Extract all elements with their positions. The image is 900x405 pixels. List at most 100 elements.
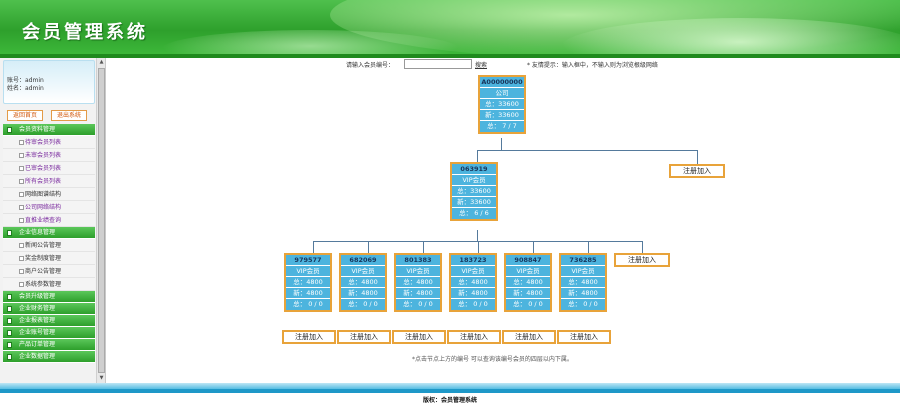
tree-connector bbox=[501, 138, 502, 150]
folder-icon bbox=[7, 306, 12, 312]
menu-group-label: 会员升级管理 bbox=[19, 293, 56, 300]
checkbox-icon bbox=[19, 282, 24, 287]
register-button[interactable]: 注册加入 bbox=[337, 330, 391, 344]
menu-item-reviewed-members[interactable]: 已审会员列表 bbox=[3, 162, 95, 175]
node-id-link[interactable]: 979577 bbox=[286, 255, 330, 266]
register-button[interactable]: 注册加入 bbox=[502, 330, 556, 344]
tree-footnote: *点击节点上方的编号 可以查询该编号会员的四层以内下属。 bbox=[412, 356, 573, 363]
node-title: VIP会员 bbox=[286, 266, 330, 277]
menu-item-all-members[interactable]: 所有会员列表 bbox=[3, 175, 95, 188]
user-info-box: 账号：admin 姓名：admin bbox=[3, 60, 95, 104]
node-count: 总： 0 / 0 bbox=[513, 300, 543, 308]
checkbox-icon bbox=[19, 269, 24, 274]
menu-item-label: 新闻公告管理 bbox=[25, 242, 62, 249]
node-id-link[interactable]: 682069 bbox=[341, 255, 385, 266]
menu-item-label: 待审会员列表 bbox=[25, 139, 62, 146]
menu-group-label: 企业财务管理 bbox=[19, 305, 56, 312]
home-button[interactable]: 返回首页 bbox=[7, 110, 43, 121]
register-button[interactable]: 注册加入 bbox=[614, 253, 670, 267]
tree-node-level2: 801383 VIP会员 总：4800 新：4800 总： 0 / 0 bbox=[394, 253, 442, 312]
tree-node-level2: 682069 VIP会员 总：4800 新：4800 总： 0 / 0 bbox=[339, 253, 387, 312]
menu-item-label: 奖金制度管理 bbox=[25, 255, 62, 262]
node-title: VIP会员 bbox=[561, 266, 605, 277]
menu-item-label: 所有会员列表 bbox=[25, 178, 62, 185]
node-id-link[interactable]: 183723 bbox=[451, 255, 495, 266]
register-button[interactable]: 注册加入 bbox=[557, 330, 611, 344]
scroll-up-arrow-icon[interactable]: ▲ bbox=[99, 59, 104, 65]
member-id-search-input[interactable] bbox=[404, 59, 472, 69]
node-new: 新：4800 bbox=[396, 288, 440, 299]
search-tip: * 友情提示：输入框中，不输入则为浏览根级网络 bbox=[527, 62, 658, 69]
tree-connector bbox=[478, 241, 479, 253]
menu-group-label: 企业信息管理 bbox=[19, 229, 56, 236]
node-id-link[interactable]: 908847 bbox=[506, 255, 550, 266]
app-title: 会员管理系统 bbox=[22, 22, 148, 43]
tree-node-level2: 979577 VIP会员 总：4800 新：4800 总： 0 / 0 bbox=[284, 253, 332, 312]
node-total: 总：4800 bbox=[506, 277, 550, 288]
menu-group-finance[interactable]: 企业财务管理 bbox=[3, 303, 95, 315]
node-count: 总： 0 / 0 bbox=[348, 300, 378, 308]
menu-group-accounts[interactable]: 企业账号管理 bbox=[3, 327, 95, 339]
sidebar-menu: 会员资料管理 待审会员列表 未审会员列表 已审会员列表 所有会员列表 网络图谱结… bbox=[3, 124, 95, 363]
node-title: VIP会员 bbox=[506, 266, 550, 277]
tree-node-level2: 908847 VIP会员 总：4800 新：4800 总： 0 / 0 bbox=[504, 253, 552, 312]
menu-group-label: 会员资料管理 bbox=[19, 126, 56, 133]
tree-connector bbox=[477, 150, 698, 151]
node-id-link[interactable]: A00000000 bbox=[480, 78, 524, 88]
app-header: 会员管理系统 bbox=[0, 0, 900, 55]
menu-item-news[interactable]: 新闻公告管理 bbox=[3, 239, 95, 252]
logout-button[interactable]: 退出系统 bbox=[51, 110, 87, 121]
node-id-link[interactable]: 801383 bbox=[396, 255, 440, 266]
register-button[interactable]: 注册加入 bbox=[392, 330, 446, 344]
menu-item-label: 未审会员列表 bbox=[25, 152, 62, 159]
tree-node-level2: 736285 VIP会员 总：4800 新：4800 总： 0 / 0 bbox=[559, 253, 607, 312]
menu-item-network-graph[interactable]: 网络图谱结构 bbox=[3, 188, 95, 201]
menu-group-enterprise-info[interactable]: 企业信息管理 bbox=[3, 227, 95, 239]
folder-icon bbox=[7, 354, 12, 360]
node-total: 总：4800 bbox=[341, 277, 385, 288]
node-new: 新：4800 bbox=[341, 288, 385, 299]
menu-group-data[interactable]: 企业数据管理 bbox=[3, 351, 95, 363]
menu-group-reports[interactable]: 企业报表管理 bbox=[3, 315, 95, 327]
node-count: 总： 0 / 0 bbox=[568, 300, 598, 308]
node-total: 总：4800 bbox=[286, 277, 330, 288]
tree-connector bbox=[477, 150, 478, 162]
menu-item-bonus-rules[interactable]: 奖金制度管理 bbox=[3, 252, 95, 265]
footer-strip bbox=[0, 389, 900, 393]
node-count: 总： 0 / 0 bbox=[403, 300, 433, 308]
menu-group-upgrade[interactable]: 会员升级管理 bbox=[3, 291, 95, 303]
menu-item-system-params[interactable]: 系统参数管理 bbox=[3, 278, 95, 291]
search-button[interactable]: 搜索 bbox=[475, 62, 488, 69]
user-account: 账号：admin bbox=[7, 77, 44, 84]
node-id-link[interactable]: 736285 bbox=[561, 255, 605, 266]
tree-connector bbox=[368, 241, 369, 253]
tree-connector bbox=[423, 241, 424, 253]
menu-group-member[interactable]: 会员资料管理 bbox=[3, 124, 95, 136]
node-total: 总：33600 bbox=[452, 186, 496, 197]
sidebar-scrollbar[interactable]: ▲ ▼ bbox=[96, 58, 105, 383]
node-count: 总： 0 / 0 bbox=[458, 300, 488, 308]
tree-connector bbox=[477, 230, 478, 241]
menu-item-unreviewed-members[interactable]: 未审会员列表 bbox=[3, 149, 95, 162]
scroll-down-arrow-icon[interactable]: ▼ bbox=[99, 375, 104, 381]
register-button[interactable]: 注册加入 bbox=[447, 330, 501, 344]
menu-group-orders[interactable]: 产品订单管理 bbox=[3, 339, 95, 351]
tree-connector bbox=[642, 241, 643, 253]
folder-icon bbox=[7, 318, 12, 324]
checkbox-icon bbox=[19, 153, 24, 158]
register-button[interactable]: 注册加入 bbox=[669, 164, 725, 178]
menu-item-pending-members[interactable]: 待审会员列表 bbox=[3, 136, 95, 149]
node-new: 新：4800 bbox=[561, 288, 605, 299]
menu-item-direct-performance[interactable]: 直推业绩查询 bbox=[3, 214, 95, 227]
node-title: VIP会员 bbox=[396, 266, 440, 277]
node-id-link[interactable]: 063919 bbox=[452, 164, 496, 175]
scrollbar-thumb[interactable] bbox=[98, 68, 105, 373]
node-new: 新：4800 bbox=[451, 288, 495, 299]
menu-item-company-network[interactable]: 公司网络结构 bbox=[3, 201, 95, 214]
menu-item-label: 网络图谱结构 bbox=[25, 191, 62, 198]
folder-icon bbox=[7, 294, 12, 300]
menu-item-merchant-notices[interactable]: 商户公告管理 bbox=[3, 265, 95, 278]
checkbox-icon bbox=[19, 192, 24, 197]
register-button[interactable]: 注册加入 bbox=[282, 330, 336, 344]
footer-copyright: 版权：会员管理系统 bbox=[422, 397, 477, 404]
